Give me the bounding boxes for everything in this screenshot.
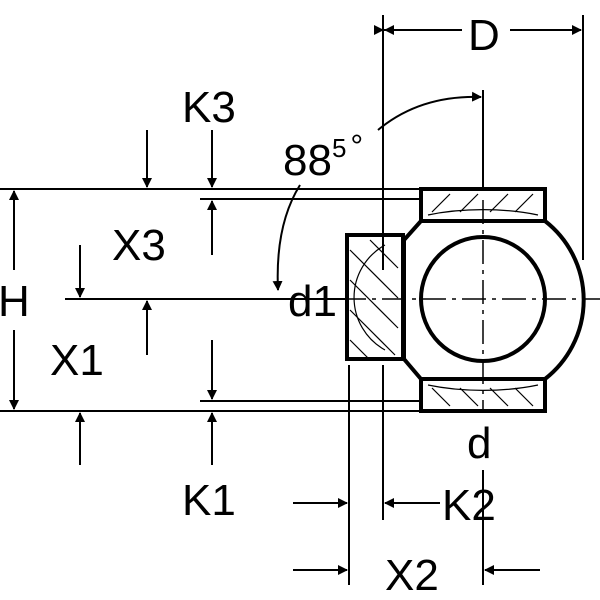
label-k1: K1	[182, 476, 236, 525]
label-x3: X3	[112, 221, 166, 270]
label-h: H	[0, 277, 30, 326]
label-d: d	[467, 419, 491, 468]
angle-superscript: 5	[332, 133, 346, 163]
label-d-dimension: D	[468, 11, 500, 60]
label-d1: d1	[288, 277, 337, 326]
fitting-body	[262, 187, 600, 413]
angle-value: 88	[283, 136, 332, 185]
label-x1: X1	[50, 336, 104, 385]
extension-lines	[0, 15, 584, 585]
dimension-arrows	[9, 25, 582, 575]
label-k3: K3	[182, 83, 236, 132]
label-k2: K2	[442, 481, 496, 530]
label-x2: X2	[385, 551, 439, 600]
label-angle: 885°	[283, 128, 363, 185]
angle-unit: °	[350, 128, 363, 164]
